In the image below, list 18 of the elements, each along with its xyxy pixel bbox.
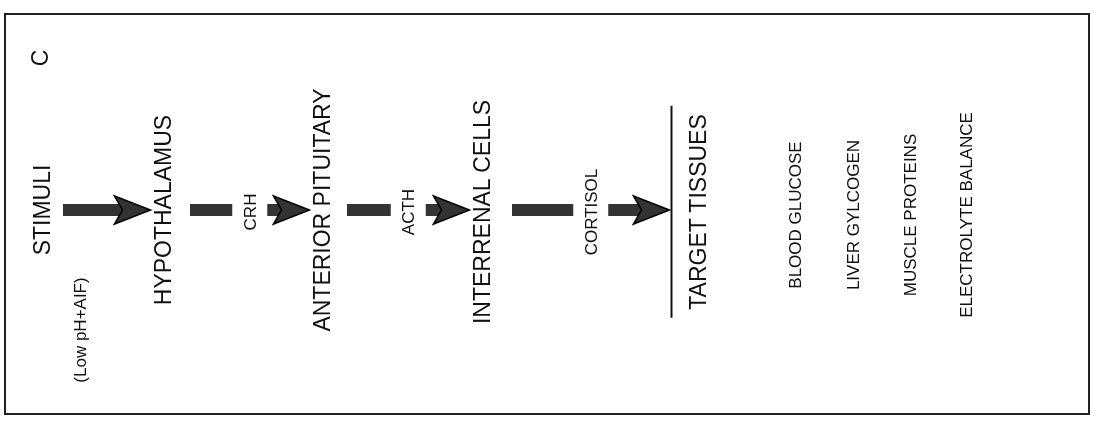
condition-note: (Low pH+AIF) bbox=[71, 277, 89, 383]
effect-label: ELECTROLYTE BALANCE bbox=[957, 112, 975, 318]
effect-label: LIVER GYLCOGEN bbox=[844, 139, 862, 291]
edge-label: CORTISOL bbox=[582, 168, 600, 256]
edge-label: ACTH bbox=[399, 188, 417, 236]
stage-label: INTERRENAL CELLS bbox=[470, 99, 494, 325]
stage-label: ANTERIOR PITUITARY bbox=[310, 88, 334, 332]
panel-letter: C bbox=[28, 49, 52, 67]
arrow bbox=[63, 195, 152, 225]
stage-label: STIMULI bbox=[30, 164, 54, 256]
arrow bbox=[190, 195, 311, 225]
effect-label: MUSCLE PROTEINS bbox=[901, 133, 919, 297]
arrow bbox=[512, 195, 671, 225]
stage-label: TARGET TISSUES bbox=[670, 106, 710, 318]
stage-label: HYPOTHALAMUS bbox=[151, 114, 175, 306]
edge-label: CRH bbox=[241, 193, 259, 231]
effect-label: BLOOD GLUCOSE bbox=[786, 141, 804, 289]
arrow bbox=[347, 195, 471, 225]
